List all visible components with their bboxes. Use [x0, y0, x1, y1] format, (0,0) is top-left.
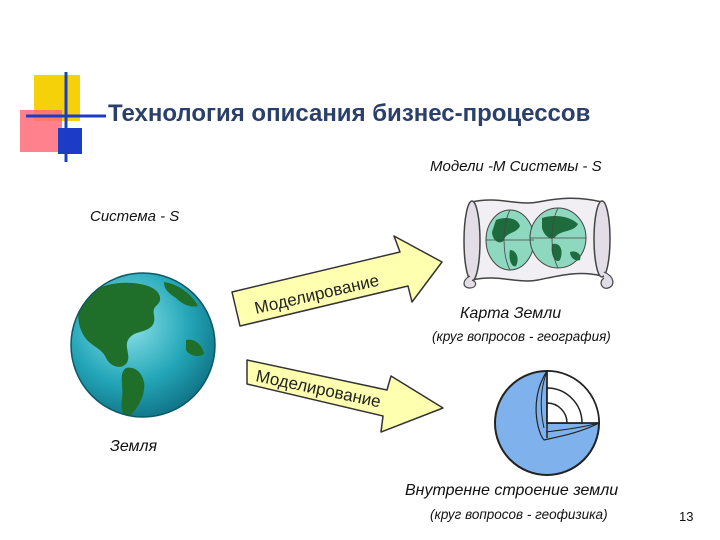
- modeling-arrow-bottom: Моделирование: [246, 359, 444, 433]
- system-label: Система - S: [90, 208, 180, 225]
- arrow-bottom-label: Моделирование: [254, 366, 382, 411]
- map-subcaption: (круг вопросов - география): [432, 329, 611, 344]
- models-systems-label: Модели -M Системы - S: [430, 158, 602, 175]
- inner-structure-caption: Внутренне строение земли: [405, 482, 619, 499]
- earth-caption: Земля: [110, 438, 158, 455]
- world-map-scroll-icon: [463, 197, 614, 289]
- page-number: 13: [679, 509, 694, 524]
- slide-logo-icon: [20, 72, 106, 162]
- modeling-arrow-top: Моделирование: [231, 235, 443, 327]
- map-caption: Карта Земли: [460, 305, 562, 322]
- globe-icon: [70, 272, 216, 418]
- inner-structure-subcaption: (круг вопросов - геофизика): [430, 507, 608, 522]
- slide-title: Технология описания бизнес-процессов: [108, 100, 591, 127]
- earth-structure-icon: [494, 370, 600, 476]
